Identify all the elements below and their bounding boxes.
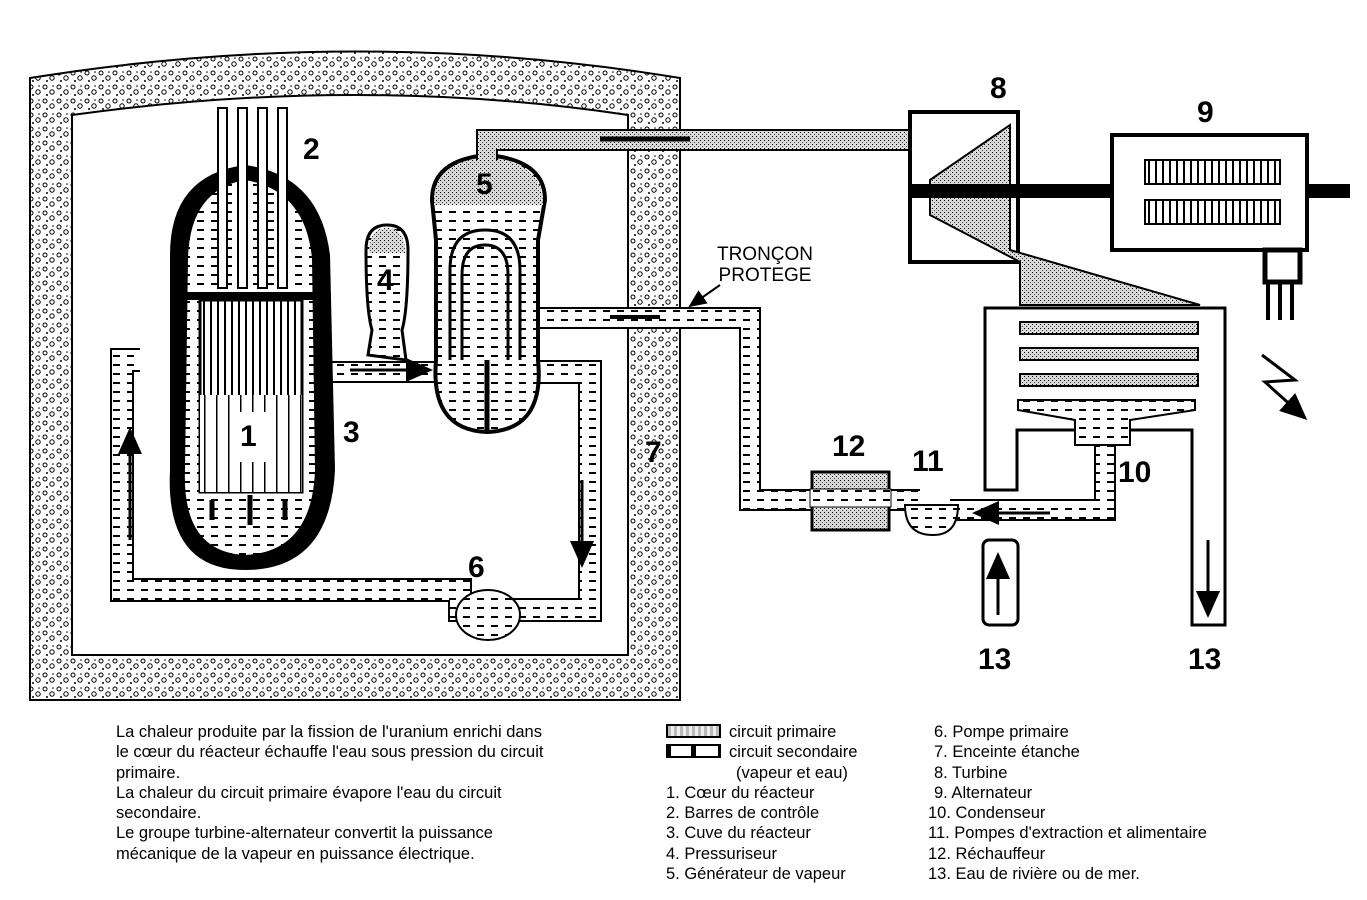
pwr-diagram — [29, 50, 1350, 701]
caption: La chaleur produite par la fission de l'… — [116, 722, 556, 864]
pressurizer — [364, 223, 410, 362]
condenser — [981, 306, 1227, 627]
legend-item: 3. Cuve du réacteur — [666, 824, 811, 843]
label-3: 3 — [343, 416, 360, 449]
alternator — [1110, 133, 1309, 421]
legend-item: 5. Générateur de vapeur — [666, 865, 846, 884]
turbine — [908, 110, 1350, 306]
legend: circuit primaire circuit secondaire (vap… — [666, 722, 857, 884]
legend-primary-label: circuit primaire — [729, 723, 837, 741]
label-6: 6 — [468, 551, 485, 584]
legend-secondary: circuit secondaire — [666, 742, 857, 762]
label-11: 11 — [912, 445, 944, 478]
caption-paragraph: La chaleur du circuit primaire évapore l… — [116, 783, 502, 823]
label-1: 1 — [240, 420, 257, 453]
legend-secondary-label: circuit secondaire — [729, 743, 858, 762]
control-rods — [217, 107, 288, 289]
annotation-line-2: PROTEGE — [718, 265, 812, 286]
reactor-vessel — [169, 165, 335, 570]
legend-item: 9. Alternateur — [934, 783, 1033, 802]
secondary-circuit-swatch — [666, 744, 721, 759]
legend-item: 10. Condenseur — [928, 804, 1046, 823]
legend-item: 12. Réchauffeur — [928, 844, 1046, 863]
label-9: 9 — [1197, 96, 1214, 129]
label-7: 7 — [645, 436, 662, 469]
legend-primary: circuit primaire — [666, 722, 857, 742]
reheater — [809, 470, 892, 532]
annotation-line-1: TRONÇON — [716, 244, 814, 265]
primary-loop — [110, 348, 602, 622]
legend-item: 1. Cœur du réacteur — [666, 783, 815, 802]
legend-item: 2. Barres de contrôle — [666, 804, 820, 823]
legend-item: 7. Enceinte étanche — [934, 743, 1080, 762]
label-5: 5 — [476, 168, 493, 201]
extraction-pump — [903, 504, 960, 537]
legend-item: 11. Pompes d'extraction et alimentaire — [928, 824, 1207, 843]
label-10: 10 — [1118, 456, 1152, 489]
label-8: 8 — [990, 72, 1007, 105]
caption-paragraph: La chaleur produite par la fission de l'… — [116, 723, 544, 782]
label-4: 4 — [377, 264, 394, 297]
legend-item: 6. Pompe primaire — [934, 723, 1069, 741]
legend-item: 4. Pressuriseur — [666, 844, 777, 863]
primary-pump — [455, 589, 521, 641]
protected-section-annotation: TRONÇON PROTEGE — [700, 244, 830, 286]
legend-item: 8. Turbine — [934, 763, 1008, 782]
label-2: 2 — [303, 133, 320, 166]
label-13-inlet: 13 — [978, 643, 1012, 676]
legend-item: 13. Eau de rivière ou de mer. — [928, 865, 1140, 884]
primary-circuit-swatch — [666, 724, 721, 738]
label-13-outlet: 13 — [1188, 643, 1222, 676]
legend-continued: 6. Pompe primaire 7. Enceinte étanche 8.… — [928, 722, 1207, 884]
caption-paragraph: Le groupe turbine-alternateur convertit … — [116, 824, 493, 863]
steam-generator — [429, 152, 548, 435]
label-12: 12 — [832, 430, 866, 463]
legend-secondary-note: (vapeur et eau) — [736, 763, 848, 782]
